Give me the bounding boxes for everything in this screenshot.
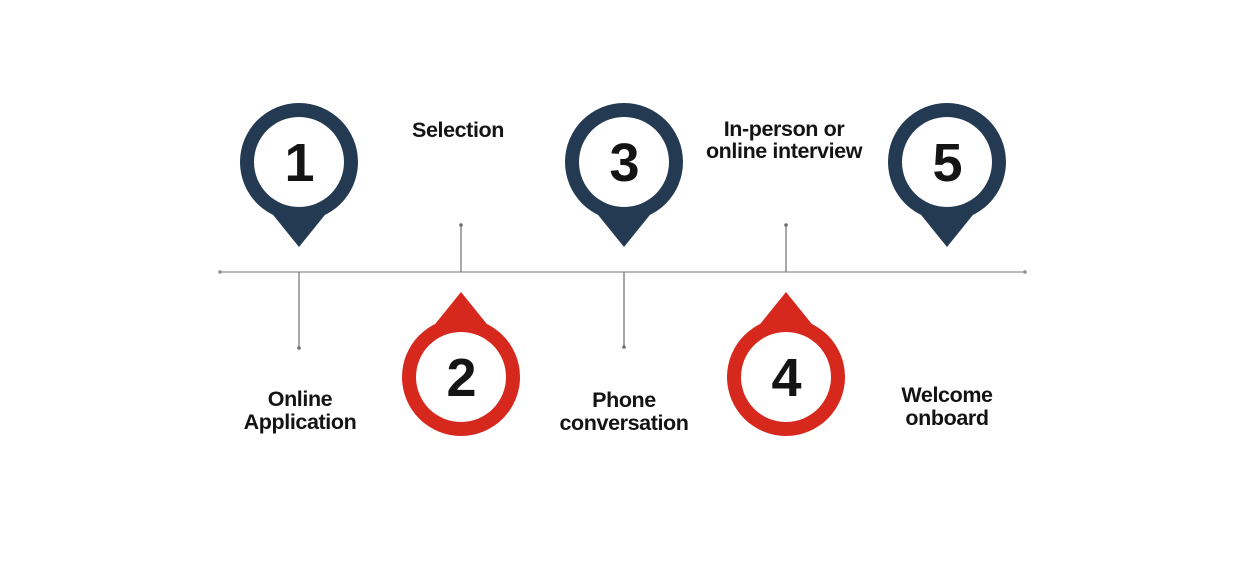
label-step-1-line-1: Online bbox=[268, 387, 333, 411]
pin-step-3-tail bbox=[578, 190, 670, 247]
label-step-4-line-1: In-person or bbox=[724, 117, 846, 141]
pin-step-3: 3 bbox=[565, 103, 683, 247]
pin-step-2: 2 bbox=[402, 292, 520, 436]
axis-right-end-dot bbox=[1023, 270, 1027, 274]
tick-step-2 bbox=[459, 223, 463, 272]
pin-step-4-tail bbox=[740, 292, 832, 349]
label-step-4: In-person or online interview bbox=[706, 117, 863, 163]
pin-step-1-face bbox=[254, 117, 344, 207]
pin-step-5: 5 bbox=[888, 103, 1006, 247]
pin-step-4: 4 bbox=[727, 292, 845, 436]
label-step-1: Online Application bbox=[244, 387, 357, 434]
tick-step-4 bbox=[784, 223, 788, 272]
label-step-3-line-2: conversation bbox=[559, 411, 688, 435]
tick-dot-step-3 bbox=[622, 345, 626, 349]
tick-dot-step-4 bbox=[784, 223, 788, 227]
pin-step-2-face bbox=[416, 332, 506, 422]
label-step-2: Selection bbox=[412, 118, 504, 142]
tick-step-1 bbox=[297, 272, 301, 350]
pin-step-5-tail bbox=[901, 190, 993, 247]
label-step-1-line-2: Application bbox=[244, 410, 357, 434]
step-5-number: 5 bbox=[932, 133, 961, 193]
pin-step-5-face bbox=[902, 117, 992, 207]
label-step-5-line-1: Welcome bbox=[901, 383, 993, 407]
tick-dot-step-2 bbox=[459, 223, 463, 227]
label-step-3: Phone conversation bbox=[559, 388, 688, 435]
label-step-5-line-2: onboard bbox=[905, 406, 988, 430]
tick-dot-step-1 bbox=[297, 346, 301, 350]
step-1-number: 1 bbox=[284, 133, 313, 193]
step-2-number: 2 bbox=[446, 348, 475, 408]
pin-step-2-tail bbox=[415, 292, 507, 349]
axis-left-end-dot bbox=[218, 270, 222, 274]
pin-step-1-tail bbox=[253, 190, 345, 247]
label-step-3-line-1: Phone bbox=[592, 388, 656, 412]
step-4-number: 4 bbox=[771, 348, 801, 408]
pin-step-4-face bbox=[741, 332, 831, 422]
label-step-4-line-2: online interview bbox=[706, 139, 863, 163]
tick-step-3 bbox=[622, 272, 626, 349]
pin-step-3-face bbox=[579, 117, 669, 207]
step-3-number: 3 bbox=[609, 133, 638, 193]
label-step-5: Welcome onboard bbox=[901, 383, 993, 430]
pin-step-1: 1 bbox=[240, 103, 358, 247]
